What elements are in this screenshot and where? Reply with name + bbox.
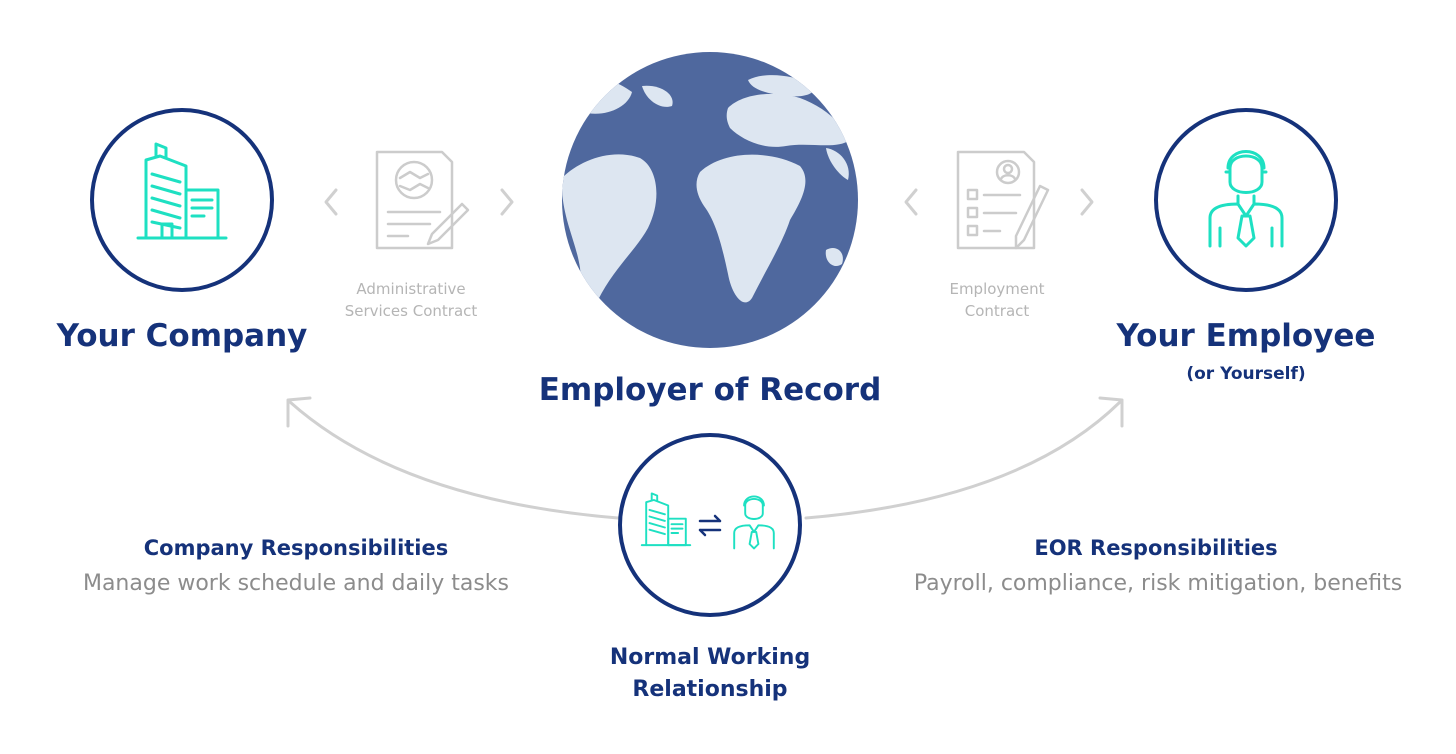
employment-contract-icon: [956, 150, 1050, 250]
right-curved-arrow: [804, 396, 1124, 520]
admin-contract-line1: Administrative: [356, 280, 466, 298]
office-building-icon: [136, 142, 228, 240]
left-curved-arrow: [286, 396, 620, 520]
left-chevron-icon: [904, 188, 918, 216]
employee-circle: [1154, 108, 1338, 292]
employee-subtitle: (or Yourself): [1186, 364, 1306, 384]
employee-title: Your Employee: [1116, 318, 1376, 354]
admin-contract-line2: Services Contract: [344, 302, 478, 320]
employment-contract-line2: Contract: [964, 302, 1030, 320]
small-building-icon: [640, 492, 692, 547]
relationship-label: Normal Working Relationship: [560, 642, 860, 706]
company-responsibilities-desc: Manage work schedule and daily tasks: [82, 571, 510, 596]
relationship-line1: Normal Working: [609, 645, 811, 670]
admin-contract-label: Administrative Services Contract: [316, 278, 506, 322]
handshake-contract-icon: [375, 150, 470, 250]
eor-title: Employer of Record: [538, 372, 882, 408]
right-chevron-icon: [1080, 188, 1094, 216]
right-chevron-icon: [500, 188, 514, 216]
small-person-icon: [733, 495, 775, 550]
left-chevron-icon: [324, 188, 338, 216]
exchange-arrows-icon: [698, 514, 722, 537]
company-responsibilities-title: Company Responsibilities: [143, 536, 449, 560]
eor-responsibilities-title: EOR Responsibilities: [1034, 536, 1278, 560]
relationship-line2: Relationship: [632, 677, 788, 702]
company-circle: [90, 108, 274, 292]
employee-person-icon: [1208, 150, 1284, 248]
company-title: Your Company: [56, 318, 308, 354]
relationship-circle: [618, 433, 802, 617]
globe-icon: [562, 52, 858, 348]
employment-contract-label: Employment Contract: [902, 278, 1092, 322]
eor-responsibilities-desc: Payroll, compliance, risk mitigation, be…: [913, 571, 1403, 596]
employment-contract-line1: Employment: [949, 280, 1045, 298]
